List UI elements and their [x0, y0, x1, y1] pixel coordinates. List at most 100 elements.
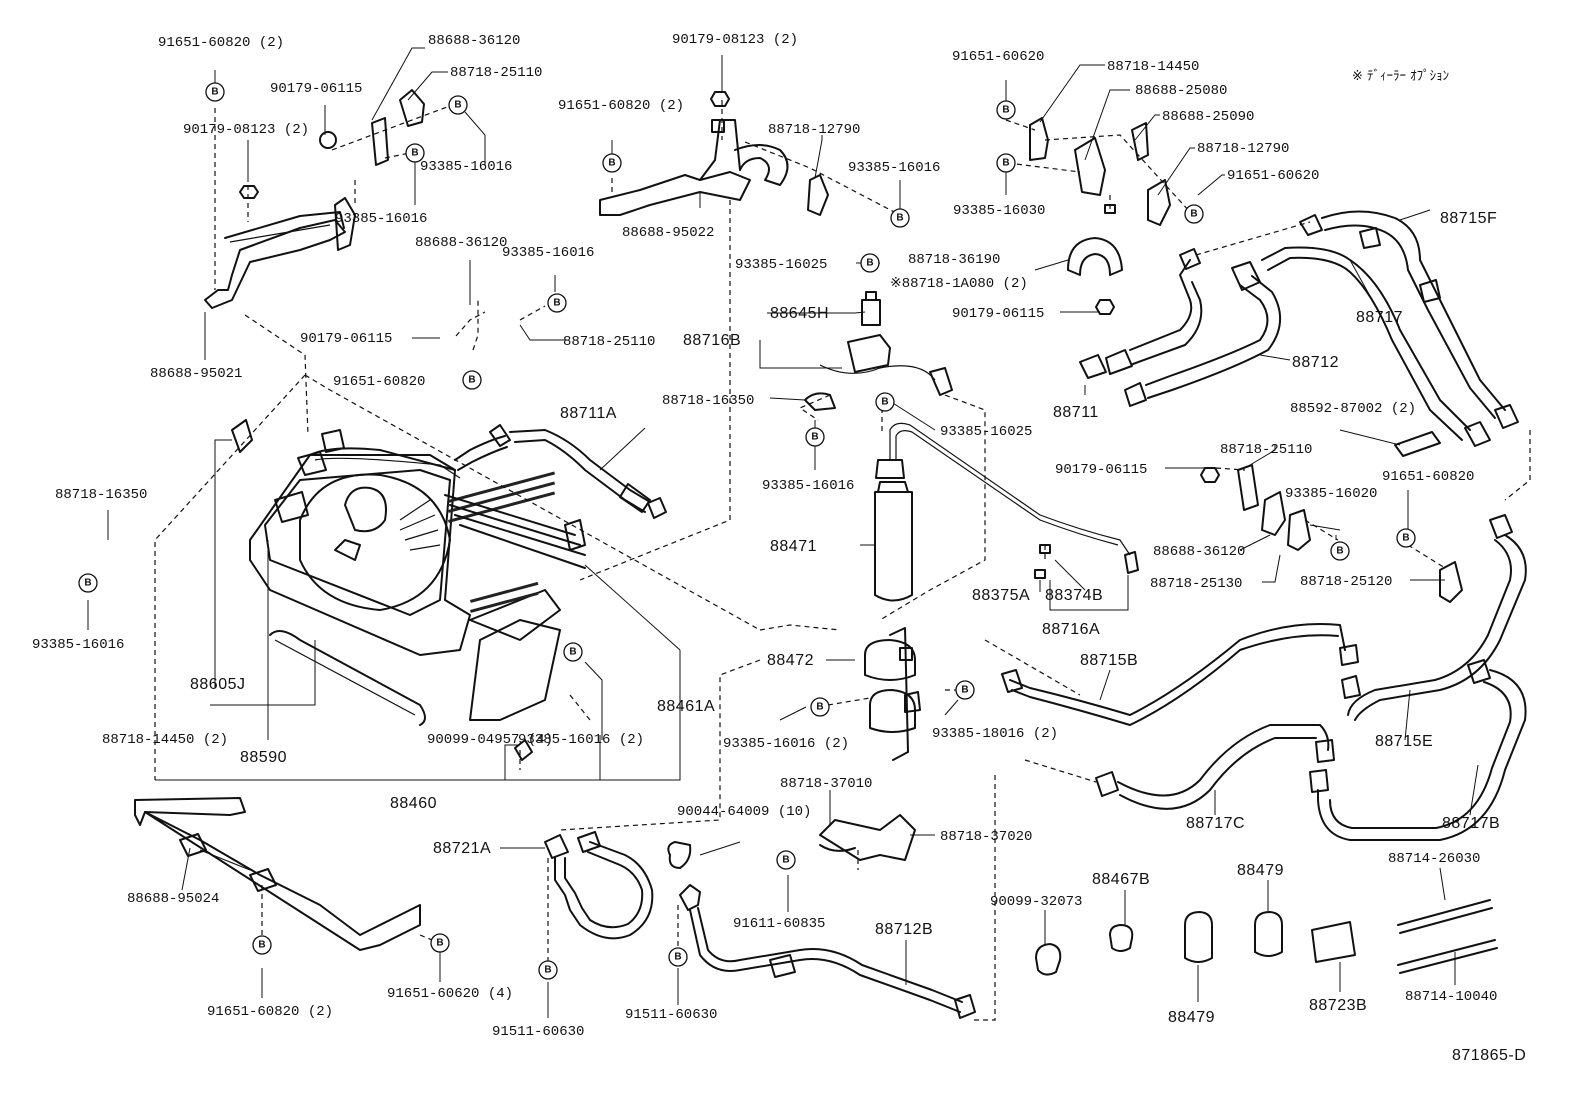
assembly-label: 88721A	[433, 840, 491, 857]
part-label: 88714-26030	[1388, 851, 1480, 867]
part-label: 90179-06115	[270, 81, 362, 97]
svg-text:B: B	[961, 685, 968, 696]
assembly-label: 88723B	[1309, 997, 1367, 1014]
callout-b: B	[1330, 541, 1350, 561]
part-label: ※88718-1A080 (2)	[890, 276, 1028, 292]
assembly-label: 88460	[390, 795, 437, 812]
leader-lines	[87, 47, 1479, 1018]
part-drawings	[134, 89, 1527, 1019]
part-label: 93385-16016	[848, 160, 940, 176]
assembly-label: 88711A	[560, 405, 617, 422]
svg-text:B: B	[608, 158, 615, 169]
callout-b: B	[996, 100, 1016, 120]
assembly-label: 88605J	[190, 676, 246, 693]
part-label: 91651-60820	[1382, 469, 1474, 485]
part-label: 93385-16016	[502, 245, 594, 261]
part-label: 90099-04957 (4)	[427, 732, 553, 748]
callout-b: B	[1396, 528, 1416, 548]
svg-text:B: B	[468, 375, 475, 386]
part-label: 88688-36120	[1153, 544, 1245, 560]
bolt-callouts: B B B B B B B B B B B B B B B B B B B B …	[78, 82, 1416, 980]
callout-b: B	[890, 208, 910, 228]
part-label: 88718-16350	[55, 487, 147, 503]
callout-b: B	[252, 935, 272, 955]
part-label: 88718-25110	[1220, 442, 1312, 458]
part-label: 91651-60820 (2)	[558, 98, 684, 114]
svg-text:B: B	[1002, 105, 1009, 116]
part-label: 88718-25130	[1150, 576, 1242, 592]
part-label: 88718-25120	[1300, 574, 1392, 590]
assembly-label: 88717B	[1442, 815, 1500, 832]
assembly-label: 88479	[1237, 862, 1284, 879]
assembly-label: 88479	[1168, 1009, 1215, 1026]
callout-b: B	[547, 293, 567, 313]
callout-b: B	[668, 947, 688, 967]
part-label: 91611-60835	[733, 916, 825, 932]
svg-text:B: B	[1190, 209, 1197, 220]
svg-text:B: B	[896, 213, 903, 224]
svg-text:B: B	[411, 148, 418, 159]
part-label: 88718-36190	[908, 252, 1000, 268]
part-label: 90044-64009 (10)	[677, 804, 811, 820]
part-label: 90179-06115	[1055, 462, 1147, 478]
svg-text:B: B	[569, 647, 576, 658]
callout-b: B	[805, 427, 825, 447]
part-label: 88718-37010	[780, 776, 872, 792]
part-label: 88688-36120	[428, 33, 520, 49]
part-label: 93385-16016	[32, 637, 124, 653]
part-label: 93385-16016	[335, 211, 427, 227]
assembly-label: 88645H	[770, 305, 829, 322]
part-label: 90179-08123 (2)	[672, 32, 798, 48]
svg-text:B: B	[782, 855, 789, 866]
part-label: 88718-25110	[450, 65, 542, 81]
svg-text:B: B	[84, 578, 91, 589]
part-label: 88688-25080	[1135, 83, 1227, 99]
svg-text:B: B	[258, 940, 265, 951]
svg-text:B: B	[881, 397, 888, 408]
svg-text:B: B	[674, 952, 681, 963]
assembly-label: 88471	[770, 538, 817, 555]
svg-text:B: B	[811, 432, 818, 443]
part-label: 93385-16030	[953, 203, 1045, 219]
part-label: 90179-08123 (2)	[183, 122, 309, 138]
part-label: 93385-16016	[762, 478, 854, 494]
assembly-label: 88375A	[972, 587, 1030, 604]
callout-b: B	[860, 253, 880, 273]
part-label: 88718-12790	[768, 122, 860, 138]
part-label: 91651-60620 (4)	[387, 986, 513, 1002]
part-number-labels: 91651-60820 (2) 88688-36120 88718-25110 …	[32, 32, 1497, 1040]
callout-b: B	[875, 392, 895, 412]
part-label: 91651-60820 (2)	[207, 1004, 333, 1020]
part-label: 91511-60630	[492, 1024, 584, 1040]
part-label: 93385-18016 (2)	[932, 726, 1058, 742]
svg-text:B: B	[436, 938, 443, 949]
assembly-label: 88590	[240, 749, 287, 766]
part-label: 91651-60820 (2)	[158, 35, 284, 51]
part-label: 93385-16025	[940, 424, 1032, 440]
part-label: 91651-60620	[1227, 168, 1319, 184]
part-label: 91651-60620	[952, 49, 1044, 65]
assembly-label: 88712	[1292, 354, 1339, 371]
callout-b: B	[602, 153, 622, 173]
part-label: 88688-95022	[622, 225, 714, 241]
svg-text:B: B	[1336, 546, 1343, 557]
callout-b: B	[405, 143, 425, 163]
callout-b: B	[955, 680, 975, 700]
svg-text:B: B	[1002, 158, 1009, 169]
part-label: 88688-95024	[127, 891, 219, 907]
callout-b: B	[996, 153, 1016, 173]
dashed-connectors	[154, 100, 1531, 1021]
assembly-label: 88715E	[1375, 733, 1433, 750]
part-label: 88592-87002 (2)	[1290, 401, 1416, 417]
part-label: 88718-37020	[940, 829, 1032, 845]
svg-text:B: B	[866, 258, 873, 269]
part-label: 88688-36120	[415, 235, 507, 251]
part-label: 93385-16016 (2)	[518, 732, 644, 748]
assembly-label: 88467B	[1092, 871, 1150, 888]
assembly-labels: 88715F 88717 88712 88711 88645H 88716B 8…	[190, 210, 1500, 1026]
assembly-label: 88715F	[1440, 210, 1497, 227]
part-label: 93385-16020	[1285, 486, 1377, 502]
svg-text:B: B	[211, 87, 218, 98]
part-label: 88718-14450	[1107, 59, 1199, 75]
part-label: 90179-06115	[300, 331, 392, 347]
